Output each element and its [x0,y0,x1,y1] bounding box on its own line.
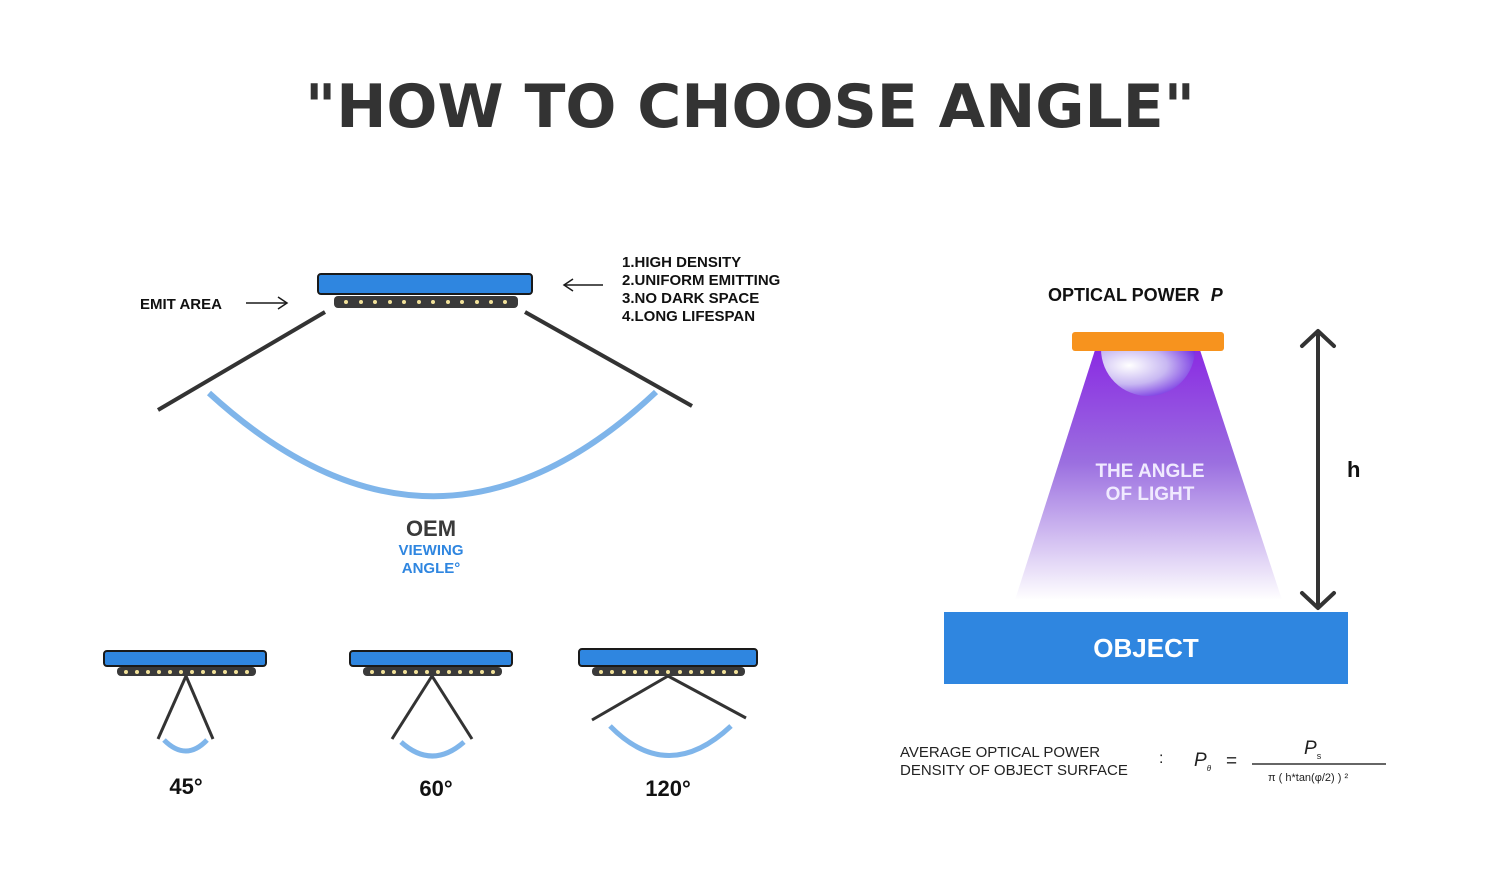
page-title: "HOW TO CHOOSE ANGLE" [304,72,1196,142]
feature-item: 1.HIGH DENSITY [622,254,742,271]
formula-description-line2: DENSITY OF OBJECT SURFACE [900,762,1128,779]
emit-area-arrow-head [277,296,289,310]
angle-label-60: 60° [419,776,453,801]
main-led-panel [317,273,533,295]
beam-60-right [430,675,474,740]
beam-120-left [591,674,669,722]
object-block: OBJECT [944,612,1348,684]
formula-numerator-subscript: s [1316,750,1322,761]
arc-45 [162,738,209,754]
feature-item: 2.UNIFORM EMITTING [622,272,781,289]
led-strip-60 [363,667,502,676]
beam-120-right [667,674,747,720]
main-led-strip [334,296,518,308]
arc-120 [608,724,733,758]
formula-numerator: Ps [1304,738,1321,761]
angle-label-120: 120° [645,776,691,801]
led-strip-45 [117,667,256,676]
feature-list: 1.HIGH DENSITY 2.UNIFORM EMITTING 3.NO D… [622,254,780,326]
beam-60-left [390,675,434,740]
formula-description: AVERAGE OPTICAL POWER DENSITY OF OBJECT … [900,744,1128,780]
features-arrow-head [562,278,574,292]
optical-power-label: OPTICAL POWER P [1048,285,1223,306]
optical-power-symbol: P [1210,285,1223,305]
formula-lhs: Pθ [1194,750,1211,773]
led-strip-120 [592,667,745,676]
led-panel-60 [349,650,513,667]
main-beam-right [524,310,693,408]
formula-denominator: π ( h*tan(φ/2) ) ² [1268,772,1349,784]
viewing-angle-line1: VIEWING [398,542,464,559]
led-panel-120 [578,648,758,667]
optical-power-text: OPTICAL POWER [1048,285,1200,305]
light-cone [1015,350,1282,600]
angle-label-45: 45° [169,774,203,799]
oem-label: OEM [405,516,457,541]
cone-label: THE ANGLE OF LIGHT [1070,460,1230,506]
beam-45-right [184,675,215,740]
height-arrow-bottom [1300,591,1336,610]
lens-dome [1101,349,1195,396]
formula-numerator-symbol: P [1304,738,1317,759]
main-viewing-arc [206,389,659,500]
height-label: h [1347,457,1361,482]
feature-item: 3.NO DARK SPACE [622,290,760,307]
emit-area-label: EMIT AREA [140,296,222,313]
light-source-bar [1072,332,1224,351]
main-beam-left [156,310,327,412]
arc-60 [399,740,466,759]
formula-lhs-symbol: P [1194,750,1207,771]
feature-item: 4.LONG LIFESPAN [622,308,756,325]
beam-45-left [156,675,188,740]
formula-colon: : [1159,750,1164,767]
formula-equals: = [1226,751,1238,772]
viewing-angle-label: VIEWING ANGLE° [371,542,491,578]
led-panel-45 [103,650,267,667]
formula-description-line1: AVERAGE OPTICAL POWER [900,744,1101,761]
cone-label-line2: OF LIGHT [1105,484,1195,505]
viewing-angle-line2: ANGLE° [401,560,461,577]
cone-label-line1: THE ANGLE [1095,461,1205,482]
height-arrow-top [1300,329,1336,348]
formula-lhs-subscript: θ [1206,763,1212,773]
